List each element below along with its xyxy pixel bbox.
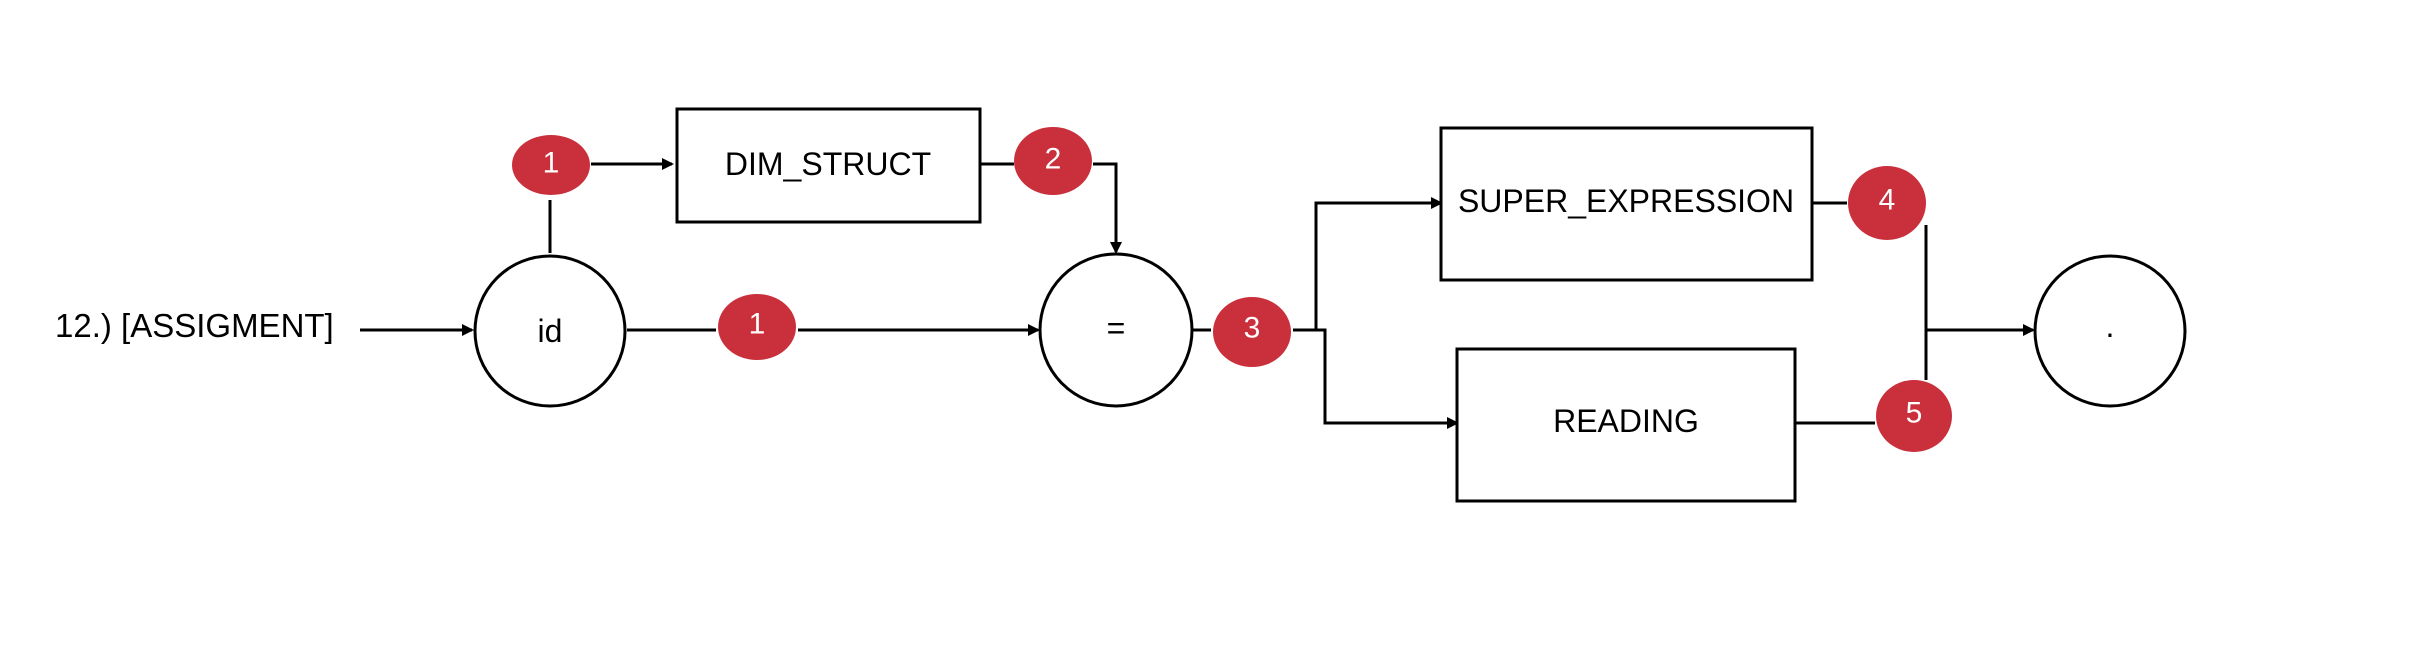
badge-3-shape	[1213, 297, 1291, 367]
node-end-circle	[2033, 254, 2187, 408]
node-end-label: .	[2106, 308, 2115, 344]
node-reading-label: READING	[1553, 403, 1699, 439]
node-super-expression-label: SUPER_EXPRESSION	[1458, 183, 1794, 219]
node-dim-struct: DIM_STRUCT	[675, 107, 982, 224]
badge-4: 4	[1848, 166, 1926, 240]
node-equals-circle	[1038, 252, 1194, 408]
node-super-expression-box	[1439, 126, 1814, 282]
badge-2-shape	[1014, 127, 1092, 195]
node-reading-box	[1455, 347, 1797, 503]
connector-badge3-to-super-expression	[1293, 197, 1443, 332]
badge-5: 5	[1876, 380, 1952, 452]
badge-1-top: 1	[512, 135, 590, 195]
badge-4-shape	[1848, 166, 1926, 240]
badge-5-shape	[1876, 380, 1952, 452]
node-id-label: id	[538, 313, 563, 349]
node-id: id	[473, 254, 627, 408]
badge-1-top-shape	[512, 135, 590, 195]
node-super-expression: SUPER_EXPRESSION	[1439, 126, 1814, 282]
node-id-circle	[473, 254, 627, 408]
node-reading: READING	[1455, 347, 1797, 503]
node-equals: =	[1038, 252, 1194, 408]
badge-1-main-label: 1	[749, 308, 766, 341]
badge-1-top-label: 1	[543, 147, 560, 180]
badge-3: 3	[1213, 297, 1291, 367]
badge-3-label: 3	[1244, 312, 1261, 345]
connector-badge2-to-equals	[1093, 162, 1122, 254]
node-equals-label: =	[1107, 310, 1126, 346]
badge-1-main: 1	[718, 294, 796, 360]
node-dim-struct-label: DIM_STRUCT	[725, 146, 931, 182]
badge-2-label: 2	[1045, 143, 1062, 176]
node-end: .	[2033, 254, 2187, 408]
badge-5-label: 5	[1906, 397, 1923, 430]
badge-4-label: 4	[1879, 184, 1896, 217]
badge-2: 2	[1014, 127, 1092, 195]
connector-badge3-to-reading	[1316, 328, 1459, 429]
badge-1-main-shape	[718, 294, 796, 360]
node-dim-struct-box	[675, 107, 982, 224]
diagram-title: 12.) [ASSIGMENT]	[55, 307, 334, 344]
